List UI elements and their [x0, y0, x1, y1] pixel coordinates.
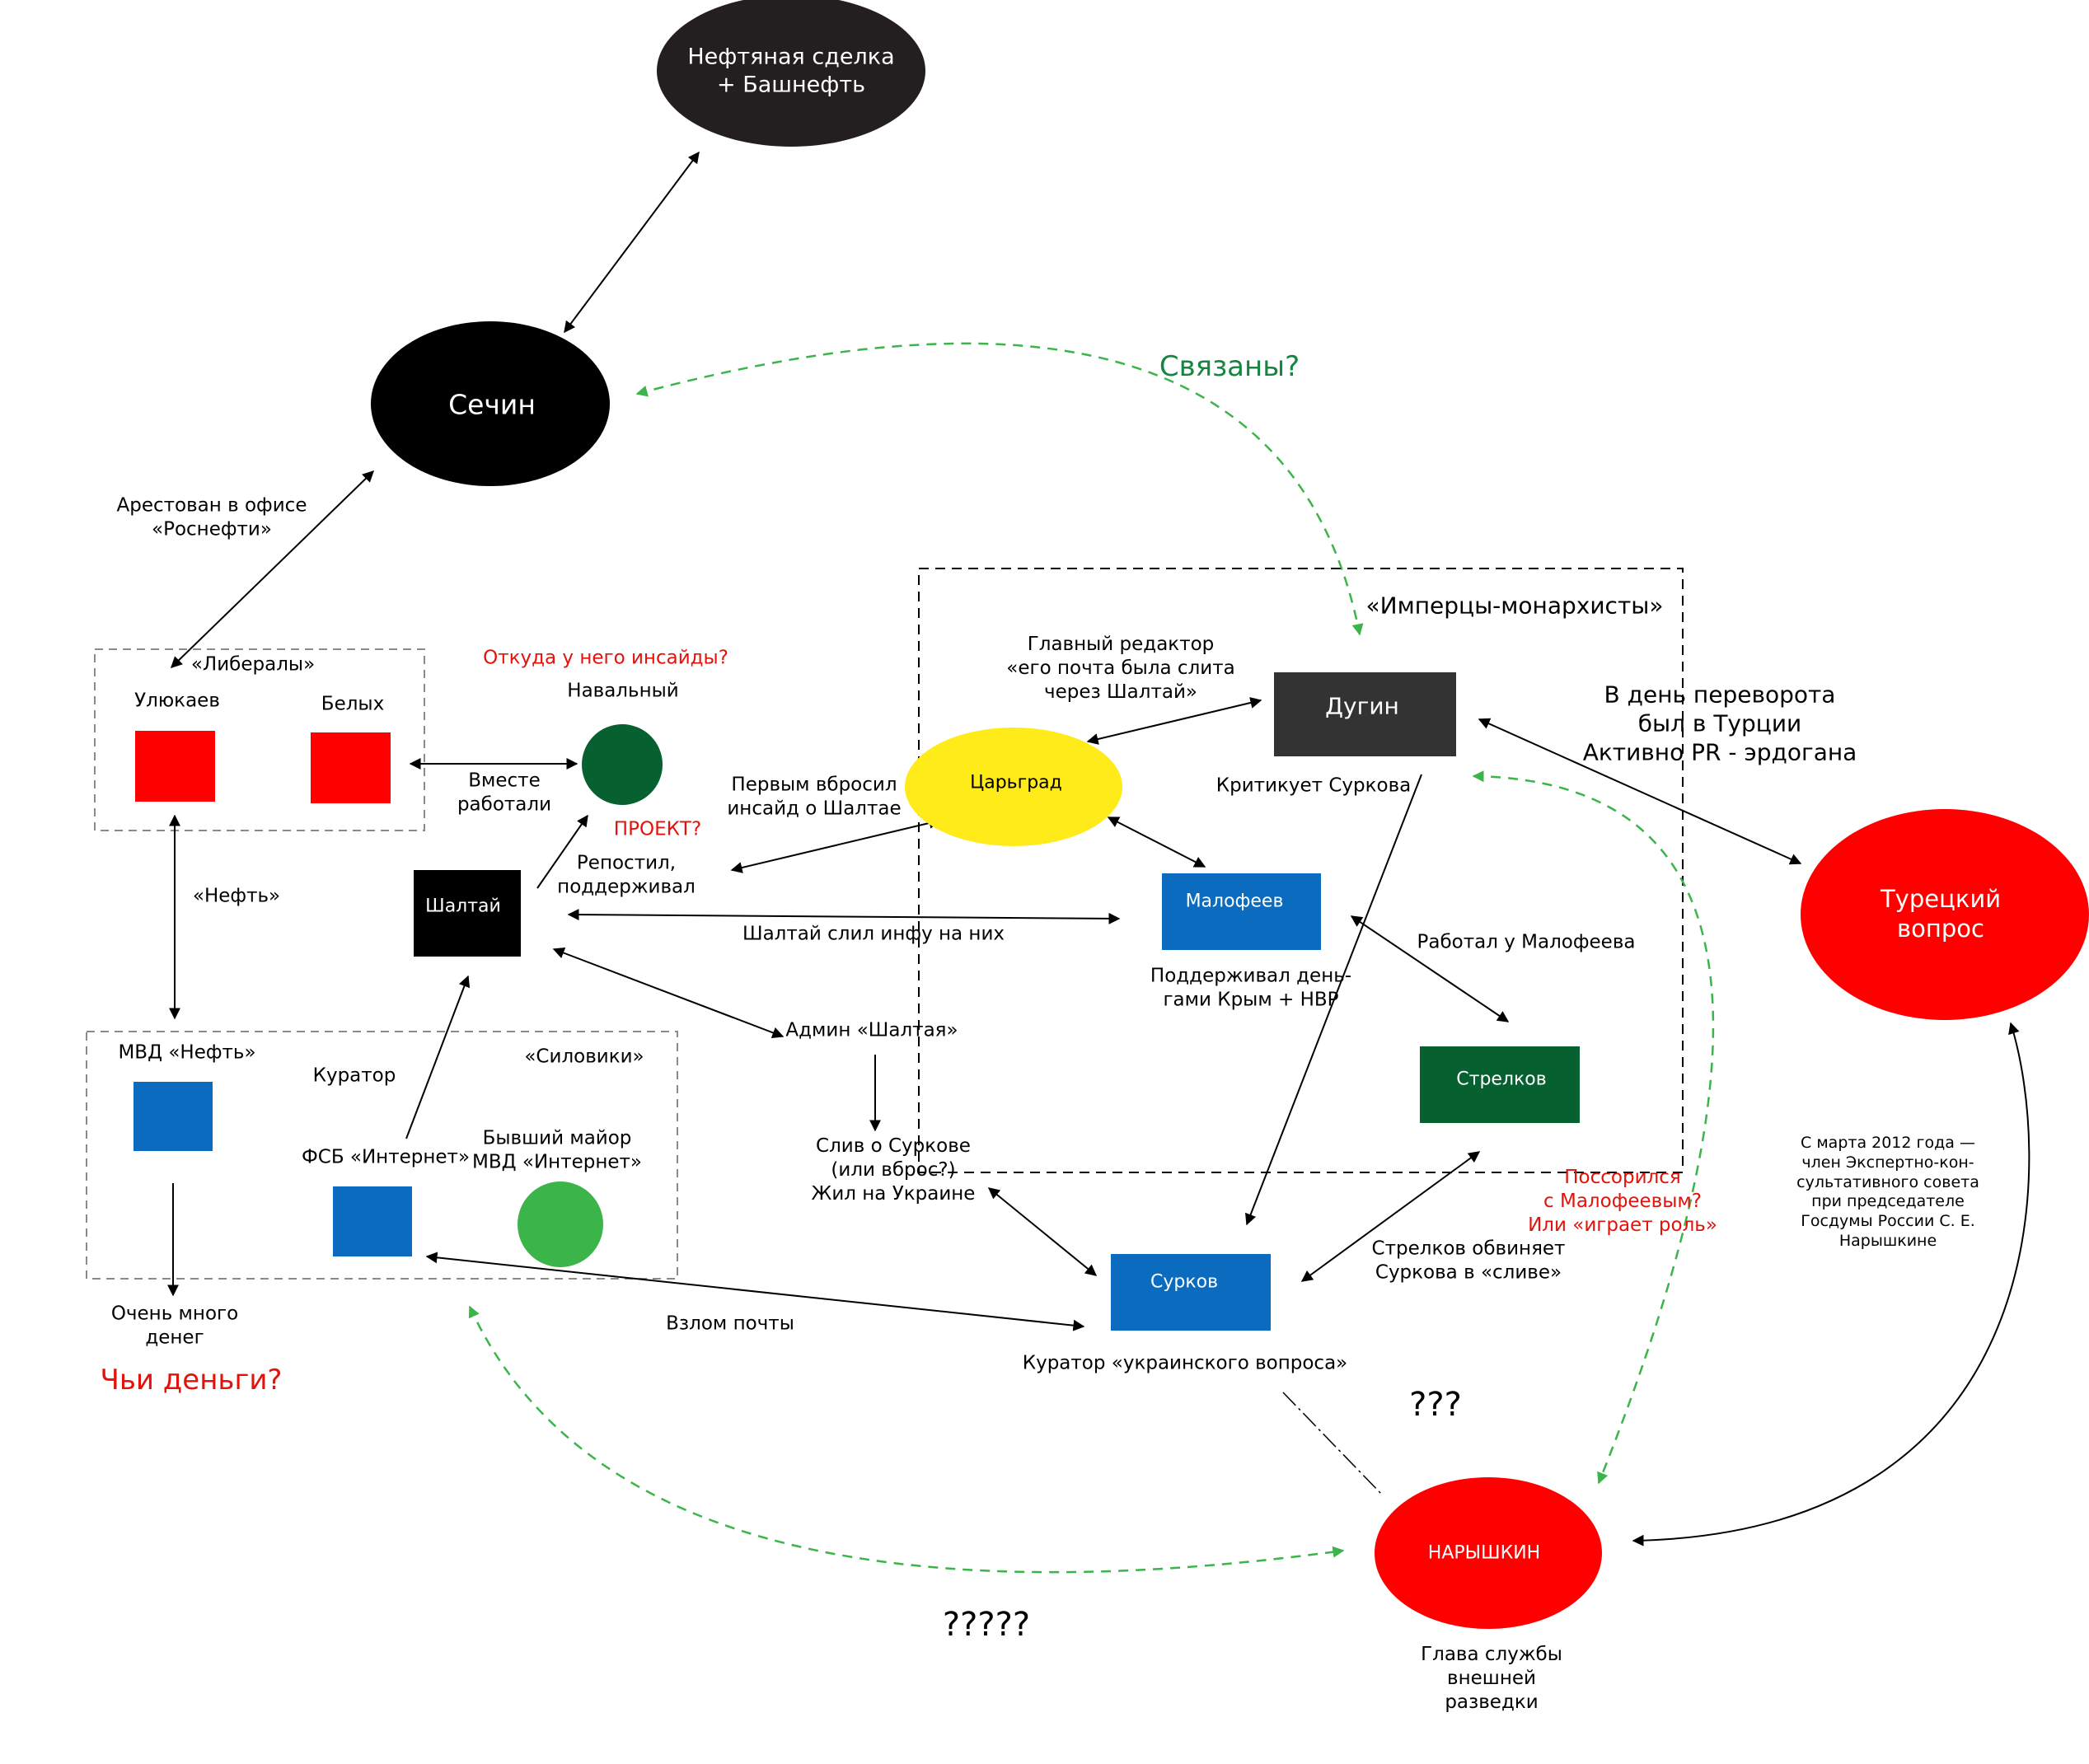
malofeev-label: Малофеев — [1185, 891, 1284, 912]
mvd-oil-label: МВД «Нефть» — [118, 1041, 256, 1064]
node-ulyukaev — [135, 731, 215, 802]
link-dugin-naryshkin-dashed — [1472, 770, 1715, 1485]
node-shaltai — [414, 870, 521, 957]
link-shaltai-malofeev — [567, 909, 1121, 924]
surkov-label: Сурков — [1150, 1271, 1219, 1293]
link-reposted-tsargrad — [730, 817, 941, 873]
link-dugin-turkish — [1478, 718, 1802, 865]
group-liberals-label: «Либералы» — [190, 653, 316, 676]
group-siloviki-label: «Силовики» — [524, 1046, 644, 1068]
node-navalny — [582, 724, 663, 805]
link-turkish-naryshkin — [1632, 1022, 2030, 1546]
node-naryshkin — [1375, 1477, 1602, 1629]
group-liberals-box — [94, 648, 425, 831]
question-marks-3: ??? — [1409, 1386, 1462, 1424]
group-imperialists-label: «Имперцы-монархисты» — [1365, 592, 1664, 620]
ex-major-label: Бывший майор МВД «Интернет» — [471, 1127, 643, 1172]
node-tsargrad — [905, 728, 1122, 846]
lots-of-money-label: Очень много денег — [110, 1303, 239, 1348]
dugin-label: Дугин — [1325, 692, 1399, 720]
question-marks-5: ????? — [942, 1606, 1031, 1644]
leak-surkov-label: Слив о Суркове (или вброс?) Жил на Украи… — [811, 1135, 976, 1205]
insides-question-label: Откуда у него инсайды? — [483, 647, 728, 669]
intel-head-label: Глава службы внешней разведки — [1421, 1643, 1562, 1713]
chief-editor-label: Главный редактор «его почта была слита ч… — [1006, 633, 1235, 703]
shaltai-leaked-label: Шалтай слил инфу на них — [742, 923, 1005, 945]
criticizes-label: Критикует Суркова — [1215, 774, 1412, 797]
node-oil-deal — [657, 0, 925, 147]
link-malofeev-strelkov — [1350, 915, 1510, 1022]
node-turkish — [1801, 809, 2089, 1020]
worked-together-label: Вместе работали — [457, 770, 552, 815]
link-strelkov-surkov — [1300, 1151, 1481, 1282]
march-2012-label: С марта 2012 года — член Экспертно-кон- … — [1796, 1133, 1979, 1250]
naryshkin-label: НАРЫШКИН — [1427, 1542, 1541, 1564]
shaltai-label: Шалтай — [425, 896, 501, 917]
link-fsb-shaltai — [405, 975, 471, 1139]
node-ex-major — [518, 1181, 603, 1267]
worked-for-malofeev-label: Работал у Малофеева — [1417, 931, 1636, 953]
node-mvd-oil — [133, 1082, 213, 1151]
supported-money-label: Поддерживал день- гами Крым + НВР — [1150, 965, 1352, 1010]
link-sechin-dugin-dashed — [635, 342, 1364, 636]
group-siloviki-box — [86, 1031, 678, 1280]
tsargrad-label: Царьград — [970, 772, 1062, 793]
link-leak-surkov — [987, 1187, 1098, 1276]
ulyukaev-label: Улюкаев — [134, 690, 220, 712]
navalny-label: Навальный — [567, 680, 679, 702]
node-belykh — [311, 732, 391, 803]
oil-deal-label: Нефтяная сделка + Башнефть — [687, 44, 895, 97]
link-fsb-naryshkin-dashed — [468, 1305, 1345, 1574]
fsb-internet-label: ФСБ «Интернет» — [301, 1146, 471, 1168]
whose-money-label: Чьи деньги? — [100, 1363, 283, 1397]
link-oildeal-sechin — [564, 151, 700, 334]
node-dugin — [1274, 672, 1456, 756]
quarreled-label: Поссорился с Малофеевым? Или «играет рол… — [1528, 1166, 1717, 1236]
link-dugin-surkov — [1245, 774, 1422, 1226]
belykh-label: Белых — [321, 693, 385, 715]
curator-label: Куратор — [312, 1064, 396, 1087]
node-surkov — [1111, 1254, 1271, 1331]
admin-label: Админ «Шалтая» — [785, 1019, 958, 1041]
link-sechin-liberals — [170, 470, 375, 668]
link-surkov-naryshkin-dashdot — [1282, 1392, 1384, 1496]
node-strelkov — [1420, 1046, 1580, 1123]
coup-day-label: В день переворота был в Турции Активно P… — [1582, 681, 1857, 766]
sechin-label: Сечин — [448, 388, 536, 421]
turkish-label: Турецкий вопрос — [1880, 884, 2002, 943]
neft-label: «Нефть» — [192, 885, 281, 907]
link-fsb-surkov — [425, 1252, 1085, 1331]
link-shaltai-navalny — [536, 814, 588, 889]
node-sechin — [371, 321, 610, 486]
strelkov-accuses-label: Стрелков обвиняет Суркова в «сливе» — [1371, 1238, 1566, 1283]
strelkov-label: Стрелков — [1456, 1069, 1547, 1090]
node-malofeev — [1162, 873, 1321, 950]
ukraine-curator-label: Куратор «украинского вопроса» — [1022, 1352, 1348, 1374]
reposted-label: Репостил, поддерживал — [557, 852, 696, 897]
arrested-label: Арестован в офисе «Роснефти» — [116, 494, 307, 540]
link-shaltai-admin — [552, 947, 785, 1039]
project-question-label: ПРОЕКТ? — [613, 818, 702, 840]
node-fsb-internet — [333, 1186, 412, 1256]
mail-hack-label: Взлом почты — [666, 1312, 794, 1335]
svyazany-label: Связаны? — [1159, 349, 1300, 383]
link-tsargrad-malofeev — [1107, 816, 1206, 868]
first-leak-label: Первым вбросил инсайд о Шалтае — [727, 774, 902, 819]
link-tsargrad-dugin — [1086, 697, 1262, 745]
